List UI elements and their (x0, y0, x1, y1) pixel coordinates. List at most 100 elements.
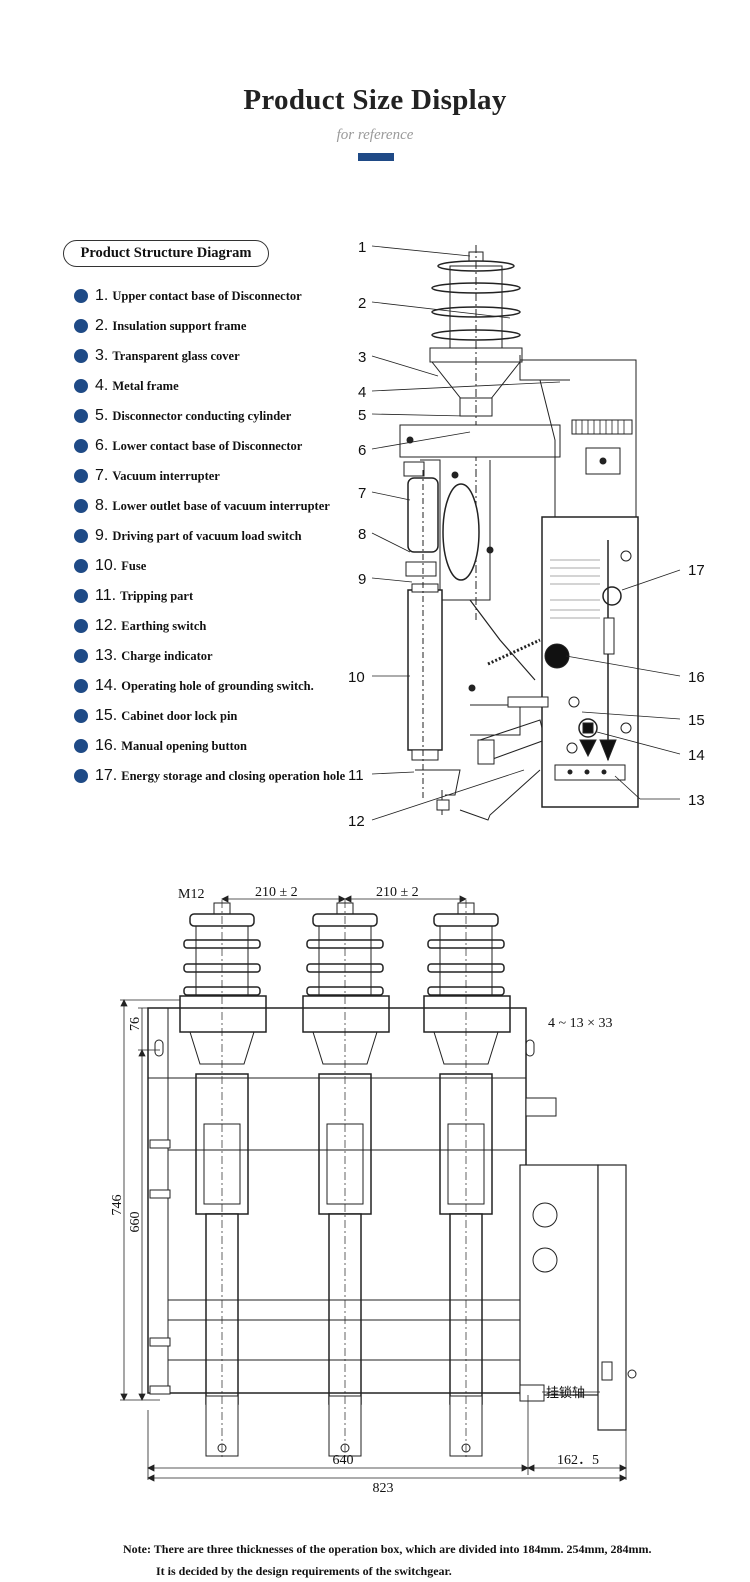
list-item: 16.Manual opening button (74, 731, 364, 761)
pole-drawing (179, 900, 511, 1460)
list-item: 2.Insulation support frame (74, 311, 364, 341)
item-label: Vacuum interrupter (112, 468, 220, 483)
note-line-2: It is decided by the design requirements… (156, 1564, 452, 1578)
dim-pitch-2: 210 ± 2 (376, 885, 419, 900)
dim-height-total: 746 (110, 1195, 125, 1216)
callout-14: 14 (688, 747, 705, 764)
item-number: 11. (95, 587, 117, 604)
item-label: Tripping part (120, 588, 194, 603)
item-number: 13. (95, 647, 118, 664)
list-item: 6.Lower contact base of Disconnector (74, 431, 364, 461)
callout-12: 12 (348, 813, 365, 830)
structure-list: 1.Upper contact base of Disconnector 2.I… (74, 281, 364, 791)
item-number: 1. (95, 287, 109, 304)
bullet-icon (74, 439, 88, 453)
list-item: 14.Operating hole of grounding switch. (74, 671, 364, 701)
item-number: 10. (95, 557, 118, 574)
callout-5: 5 (358, 407, 366, 424)
cabinet-frame (147, 1007, 637, 1431)
bullet-icon (74, 679, 88, 693)
list-item: 7.Vacuum interrupter (74, 461, 364, 491)
item-number: 15. (95, 707, 118, 724)
note: Note: There are three thicknesses of the… (123, 1538, 743, 1582)
earthing-drawing (459, 599, 546, 821)
item-number: 2. (95, 317, 109, 334)
bullet-icon (74, 499, 88, 513)
item-number: 12. (95, 617, 118, 634)
list-item: 4.Metal frame (74, 371, 364, 401)
bullet-icon (74, 319, 88, 333)
shaft-label: 挂锁轴 (546, 1385, 585, 1401)
item-number: 4. (95, 377, 109, 394)
item-label: Lower outlet base of vacuum interrupter (112, 498, 330, 513)
item-label: Upper contact base of Disconnector (112, 288, 302, 303)
list-item: 8.Lower outlet base of vacuum interrupte… (74, 491, 364, 521)
item-label: Disconnector conducting cylinder (112, 408, 292, 423)
dim-holes: 4 ~ 13 × 33 (548, 1016, 612, 1031)
callout-2: 2 (358, 295, 366, 312)
item-number: 9. (95, 527, 109, 544)
callout-leaders (371, 245, 681, 821)
dim-side-box: 162．5 (557, 1453, 599, 1468)
dim-width-total: 823 (373, 1481, 394, 1496)
page-subtitle: for reference (336, 127, 414, 143)
note-line-1: Note: There are three thicknesses of the… (123, 1542, 652, 1556)
callout-9: 9 (358, 571, 366, 588)
callout-17: 17 (688, 562, 705, 579)
item-label: Metal frame (112, 378, 179, 393)
item-label: Manual opening button (121, 738, 247, 753)
bullet-icon (74, 409, 88, 423)
item-label: Lower contact base of Disconnector (112, 438, 303, 453)
list-item: 5.Disconnector conducting cylinder (74, 401, 364, 431)
callout-16: 16 (688, 669, 705, 686)
item-label: Earthing switch (121, 618, 207, 633)
item-number: 14. (95, 677, 118, 694)
interrupter-drawing (403, 461, 461, 815)
list-item: 10.Fuse (74, 551, 364, 581)
callout-4: 4 (358, 384, 366, 401)
item-label: Fuse (121, 558, 147, 573)
bullet-icon (74, 769, 88, 783)
bullet-icon (74, 469, 88, 483)
callout-15: 15 (688, 712, 705, 729)
bullet-icon (74, 289, 88, 303)
list-item: 15.Cabinet door lock pin (74, 701, 364, 731)
callout-8: 8 (358, 526, 366, 543)
bullet-icon (74, 619, 88, 633)
list-item: 17.Energy storage and closing operation … (74, 761, 364, 791)
dim-bolt: M12 (178, 887, 204, 902)
callout-1: 1 (358, 239, 366, 256)
dim-pitch-1: 210 ± 2 (255, 885, 298, 900)
item-label: Driving part of vacuum load switch (112, 528, 302, 543)
callout-13: 13 (688, 792, 705, 809)
list-item: 3.Transparent glass cover (74, 341, 364, 371)
operating-panel (507, 516, 639, 808)
title-underline (358, 153, 394, 161)
item-label: Transparent glass cover (112, 348, 240, 363)
dim-height-inner: 660 (128, 1212, 143, 1233)
item-number: 16. (95, 737, 118, 754)
list-item: 9.Driving part of vacuum load switch (74, 521, 364, 551)
item-label: Energy storage and closing operation hol… (121, 768, 346, 783)
item-label: Charge indicator (121, 648, 213, 663)
item-number: 7. (95, 467, 109, 484)
structure-title: Product Structure Diagram (63, 240, 269, 267)
dim-width-inner: 640 (333, 1453, 354, 1468)
list-item: 1.Upper contact base of Disconnector (74, 281, 364, 311)
bullet-icon (74, 529, 88, 543)
bullet-icon (74, 379, 88, 393)
bullet-icon (74, 349, 88, 363)
item-number: 6. (95, 437, 109, 454)
list-item: 12.Earthing switch (74, 611, 364, 641)
list-item: 13.Charge indicator (74, 641, 364, 671)
list-item: 11.Tripping part (74, 581, 364, 611)
bullet-icon (74, 559, 88, 573)
page-title: Product Size Display (243, 84, 507, 116)
item-label: Cabinet door lock pin (121, 708, 238, 723)
item-number: 3. (95, 347, 109, 364)
bullet-icon (74, 649, 88, 663)
bullet-icon (74, 739, 88, 753)
callout-3: 3 (358, 349, 366, 366)
item-number: 5. (95, 407, 109, 424)
